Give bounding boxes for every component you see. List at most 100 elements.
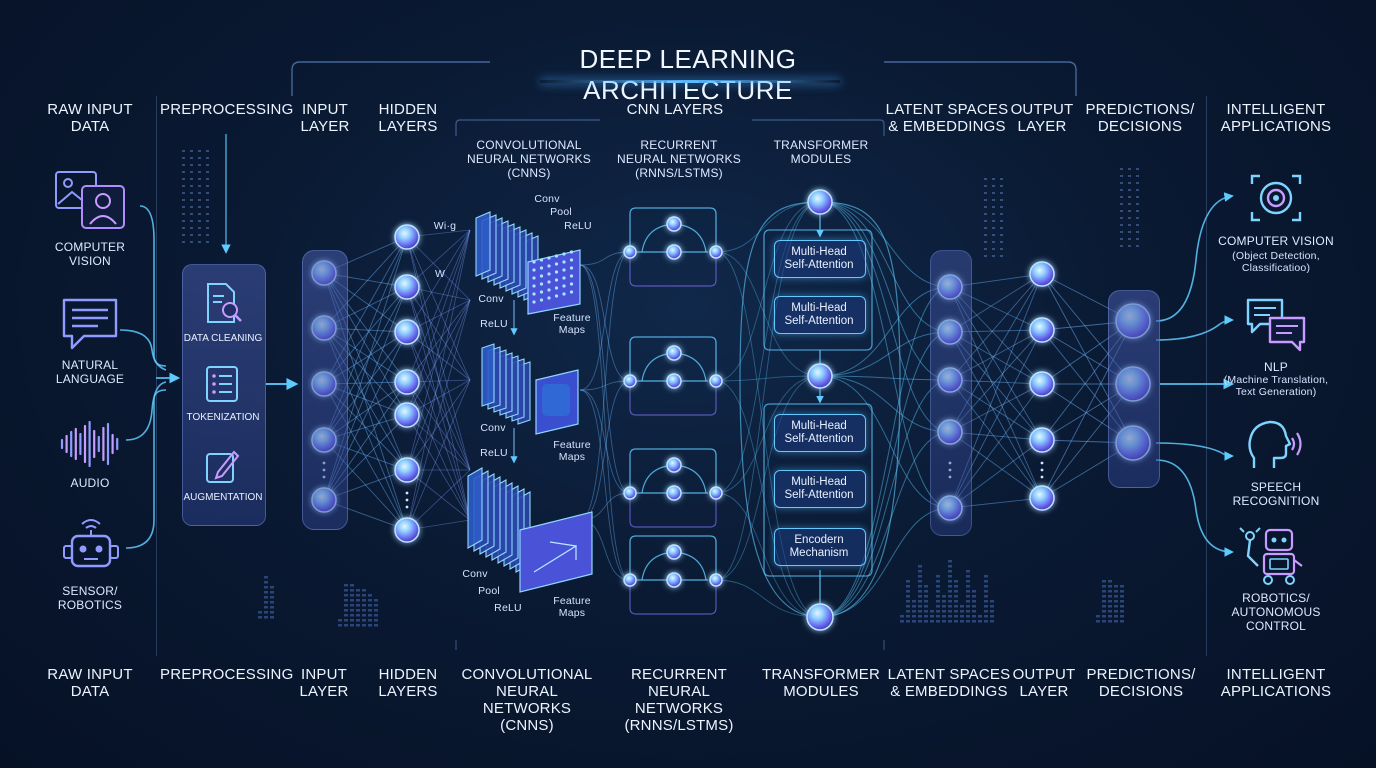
neuron-node xyxy=(623,573,637,587)
flow-arrow xyxy=(1155,459,1234,557)
neuron-node xyxy=(394,319,420,345)
connection-line xyxy=(949,439,1043,509)
data-dot xyxy=(206,206,209,208)
feature-map-dot xyxy=(569,282,574,286)
connection-line xyxy=(949,431,1043,499)
data-dot xyxy=(1136,203,1139,205)
data-bar xyxy=(984,605,988,608)
flow-arrow xyxy=(579,251,631,391)
data-dot xyxy=(206,178,209,180)
feature-map-dot xyxy=(562,268,566,272)
flow-arrow xyxy=(579,264,631,382)
flow-arrow xyxy=(579,251,631,521)
footer-rnn: RECURRENT NEURAL NETWORKS (RNNs/LSTMs) xyxy=(624,666,734,734)
data-dot xyxy=(198,178,201,180)
flow-arrow xyxy=(819,431,951,618)
app-detail-vision: (Object Detection, Classificatioo) xyxy=(1232,250,1320,274)
connection-line xyxy=(406,299,471,383)
feature-map-dot xyxy=(554,294,559,298)
data-bar xyxy=(374,609,378,612)
data-bar xyxy=(954,580,958,583)
data-dot xyxy=(190,150,193,152)
flow-arrow xyxy=(125,381,167,441)
data-bar xyxy=(368,609,372,612)
data-dot xyxy=(992,178,995,180)
data-bar xyxy=(368,599,372,602)
encoder-label: Encodern Mechanism xyxy=(789,534,849,559)
data-bar xyxy=(936,585,940,588)
data-dot xyxy=(182,220,185,222)
data-bar xyxy=(990,615,994,618)
data-bar xyxy=(942,615,946,618)
neuron-node xyxy=(394,369,420,395)
data-dot xyxy=(198,241,201,243)
data-dot xyxy=(1000,227,1003,229)
flow-arrow xyxy=(629,207,717,252)
connection-line xyxy=(949,286,1043,441)
data-bar xyxy=(954,605,958,608)
data-dot xyxy=(206,157,209,159)
data-bar xyxy=(906,595,910,598)
data-bar xyxy=(350,599,354,602)
data-bar xyxy=(972,620,976,623)
data-dot xyxy=(190,227,193,229)
connection-line xyxy=(949,273,1043,333)
data-bar xyxy=(362,619,366,622)
subheader-rnn: RECURRENT NEURAL NETWORKS (RNNs/LSTMs) xyxy=(617,138,741,180)
flow-arrow xyxy=(819,286,951,618)
data-bar xyxy=(900,620,904,623)
neuron-node xyxy=(1029,317,1055,343)
data-bar xyxy=(942,595,946,598)
data-dot xyxy=(1136,175,1139,177)
connection-line xyxy=(949,331,1043,385)
neuron-node xyxy=(937,274,963,300)
data-dot xyxy=(984,213,987,215)
data-dot xyxy=(1120,210,1123,212)
data-dot xyxy=(984,220,987,222)
encoder-box xyxy=(774,528,866,566)
neuron-node xyxy=(666,457,682,473)
feature-map-dot xyxy=(554,262,559,266)
app-detail-nlp: (Machine Translation, Text Generation) xyxy=(1223,374,1329,398)
decor-group xyxy=(182,150,1139,627)
neuron-node xyxy=(937,319,963,345)
data-dot xyxy=(984,248,987,250)
data-dot xyxy=(984,227,987,229)
data-bar xyxy=(264,611,268,614)
connection-line xyxy=(406,286,471,471)
data-bar xyxy=(356,594,360,597)
connection-line xyxy=(949,286,1043,385)
data-bar xyxy=(1108,600,1112,603)
footer-output-layer: OUTPUT LAYER xyxy=(1012,666,1076,700)
app-title-robotics: ROBOTICS/ AUTONOMOUS CONTROL xyxy=(1231,591,1321,633)
data-bar xyxy=(936,575,940,578)
data-bar xyxy=(1114,585,1118,588)
document-search-icon xyxy=(202,282,244,326)
data-bar xyxy=(960,620,964,623)
data-dot xyxy=(1128,175,1131,177)
data-dot xyxy=(198,171,201,173)
data-bar xyxy=(954,610,958,613)
connection-line xyxy=(949,379,1043,499)
data-dot xyxy=(1136,168,1139,170)
data-dot xyxy=(182,234,185,236)
feature-map-dot xyxy=(554,254,559,258)
flow-arrow xyxy=(819,201,951,433)
data-bar xyxy=(350,619,354,622)
robot-icon xyxy=(58,514,124,574)
edit-icon xyxy=(204,446,240,486)
feature-map-grid xyxy=(519,511,593,593)
neuron-node xyxy=(1029,261,1055,287)
feature-map-dot xyxy=(554,278,559,282)
data-bar xyxy=(966,580,970,583)
data-bar xyxy=(368,619,372,622)
flow-arrow xyxy=(629,252,717,287)
data-dot xyxy=(190,171,193,173)
data-dot xyxy=(1120,189,1123,191)
data-bar xyxy=(1120,610,1124,613)
data-bar xyxy=(1096,620,1100,623)
data-bar xyxy=(1102,605,1106,608)
data-bar xyxy=(1102,580,1106,583)
neuron-node xyxy=(666,244,682,260)
data-bar xyxy=(966,595,970,598)
